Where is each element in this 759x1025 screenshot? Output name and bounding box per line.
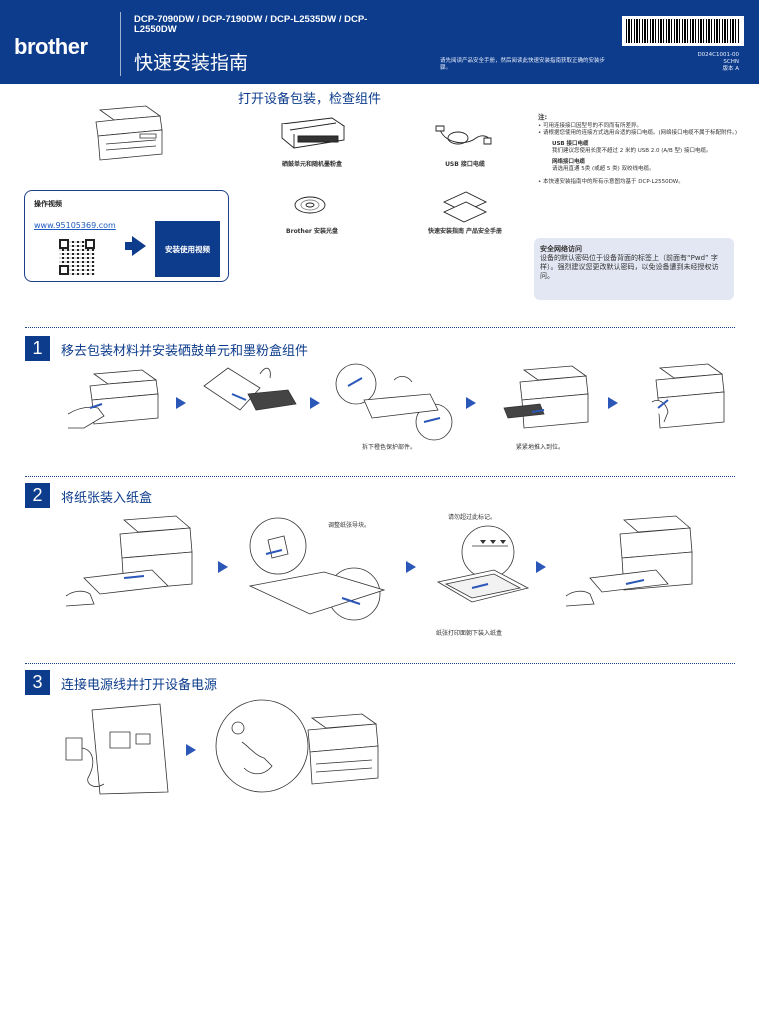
step1-arrow-1: [176, 397, 186, 409]
step2-load-paper-illustration: [432, 522, 532, 618]
step3-power-button-illustration: [212, 696, 386, 800]
step1-remove-protection-illustration: [334, 360, 454, 440]
step1-unwrap-illustration: [200, 364, 300, 424]
note-usb-text: 我们建议您使用长度不超过 2 米的 USB 2.0 (A/B 型) 接口电缆。: [552, 148, 712, 154]
step2-pull-tray-illustration: [64, 514, 204, 610]
doc-code-block: D024C1001-00 SCHN 版本 A: [697, 52, 739, 73]
note-usb: USB 接口电缆 我们建议您使用长度不超过 2 米的 USB 2.0 (A/B …: [538, 141, 738, 155]
step2-caption-3: 纸张打印面朝下装入纸盒: [436, 630, 503, 637]
printer-illustration: [86, 102, 166, 162]
manuals-label: 快速安装指南 产品安全手册: [427, 228, 503, 235]
note-usb-title: USB 接口电缆: [552, 141, 589, 147]
step2-arrow-3: [536, 561, 546, 573]
step2-arrow-2: [406, 561, 416, 573]
video-box: 操作视频 www.95105369.com 安装使用视频: [24, 190, 229, 282]
video-arrow-icon: [132, 236, 146, 256]
drum-toner-icon: [276, 114, 348, 154]
step2-title: 将纸张装入纸盒: [61, 491, 153, 506]
note-net-title: 网络接口电缆: [552, 159, 586, 165]
step2-arrow-1: [218, 561, 228, 573]
step1-divider: [25, 327, 735, 328]
step2-number: 2: [25, 483, 50, 508]
step2-adjust-guides-illustration: [244, 510, 394, 622]
step2-caption-1: 调整纸张导块。: [328, 522, 371, 529]
video-title: 操作视频: [34, 200, 62, 208]
step2-insert-tray-illustration: [564, 514, 704, 610]
cd-label: Brother 安装光盘: [286, 228, 338, 235]
drum-toner-label: 硒鼓单元和随机墨粉盒: [281, 161, 342, 168]
page-title: 快速安装指南: [134, 52, 249, 74]
video-button[interactable]: 安装使用视频: [155, 221, 220, 277]
step3-arrow-1: [186, 744, 196, 756]
step3-number: 3: [25, 670, 50, 695]
header-banner: brother DCP-7090DW / DCP-7190DW / DCP-L2…: [0, 0, 759, 84]
notes-title: 注:: [538, 113, 548, 121]
usb-cable-icon: [436, 122, 492, 150]
step1-arrow-3: [466, 397, 476, 409]
security-box: 安全网络访问 设备的默认密码位于设备背面的标签上（前面有“Pwd” 字样）。强烈…: [534, 238, 734, 300]
step1-insert-drum-illustration: [494, 364, 594, 436]
qr-code: [59, 239, 95, 275]
step1-caption-1: 拆下橙色保护部件。: [362, 444, 417, 451]
step3-divider: [25, 663, 735, 664]
step1-caption-2: 紧紧地推入到位。: [516, 444, 565, 451]
usb-cable-label: USB 接口电缆: [445, 161, 485, 168]
manuals-icon: [440, 190, 490, 226]
doc-version: 版本 A: [722, 66, 739, 72]
model-list: DCP-7090DW / DCP-7190DW / DCP-L2535DW / …: [134, 14, 368, 35]
unpack-title: 打开设备包装，检查组件: [238, 92, 382, 107]
step3-title: 连接电源线并打开设备电源: [61, 678, 218, 693]
video-arrow-icon-bar: [125, 242, 133, 250]
header-note: 请先阅读产品安全手册，然后阅读此快速安装指南获取正确的安装步骤。: [440, 58, 606, 71]
barcode: [622, 16, 744, 46]
note-bullet-1: • 可用连接接口因型号的不同而有所差异。: [538, 123, 643, 129]
step1-arrow-4: [608, 397, 618, 409]
security-title: 安全网络访问: [540, 245, 582, 253]
step1-arrow-2: [310, 397, 320, 409]
cd-icon: [293, 194, 327, 216]
video-link[interactable]: www.95105369.com: [34, 221, 116, 230]
step1-open-cover-illustration: [64, 368, 164, 434]
doc-lang: SCHN: [723, 59, 739, 65]
note-bullet-3: • 本快速安装指南中的所有示意图均基于 DCP-L2550DW。: [538, 179, 684, 185]
doc-code: D024C1001-00: [697, 52, 739, 58]
brother-logo: brother: [14, 34, 88, 59]
note-net: 网络接口电缆 请选用直通 5类 (或超 5 类) 双绞线电缆。: [538, 159, 738, 173]
header-divider: [120, 12, 121, 76]
step3-power-cord-illustration: [60, 704, 170, 796]
step1-title: 移去包装材料并安装硒鼓单元和墨粉盒组件: [61, 344, 309, 359]
notes-block: 注: • 可用连接接口因型号的不同而有所差异。 • 请根据您使用的连接方式选用合…: [538, 114, 738, 186]
note-bullet-2: • 请根据您使用的连接方式选用合适的接口电缆。(网络接口电缆不属于标配附件。): [538, 130, 738, 136]
step2-divider: [25, 476, 735, 477]
step1-close-cover-illustration: [644, 362, 734, 434]
note-net-text: 请选用直通 5类 (或超 5 类) 双绞线电缆。: [552, 166, 655, 172]
step2-caption-2: 请勿超过此标记。: [448, 514, 497, 521]
security-text: 设备的默认密码位于设备背面的标签上（前面有“Pwd” 字样）。强烈建议您更改默认…: [540, 254, 719, 280]
step1-number: 1: [25, 336, 50, 361]
